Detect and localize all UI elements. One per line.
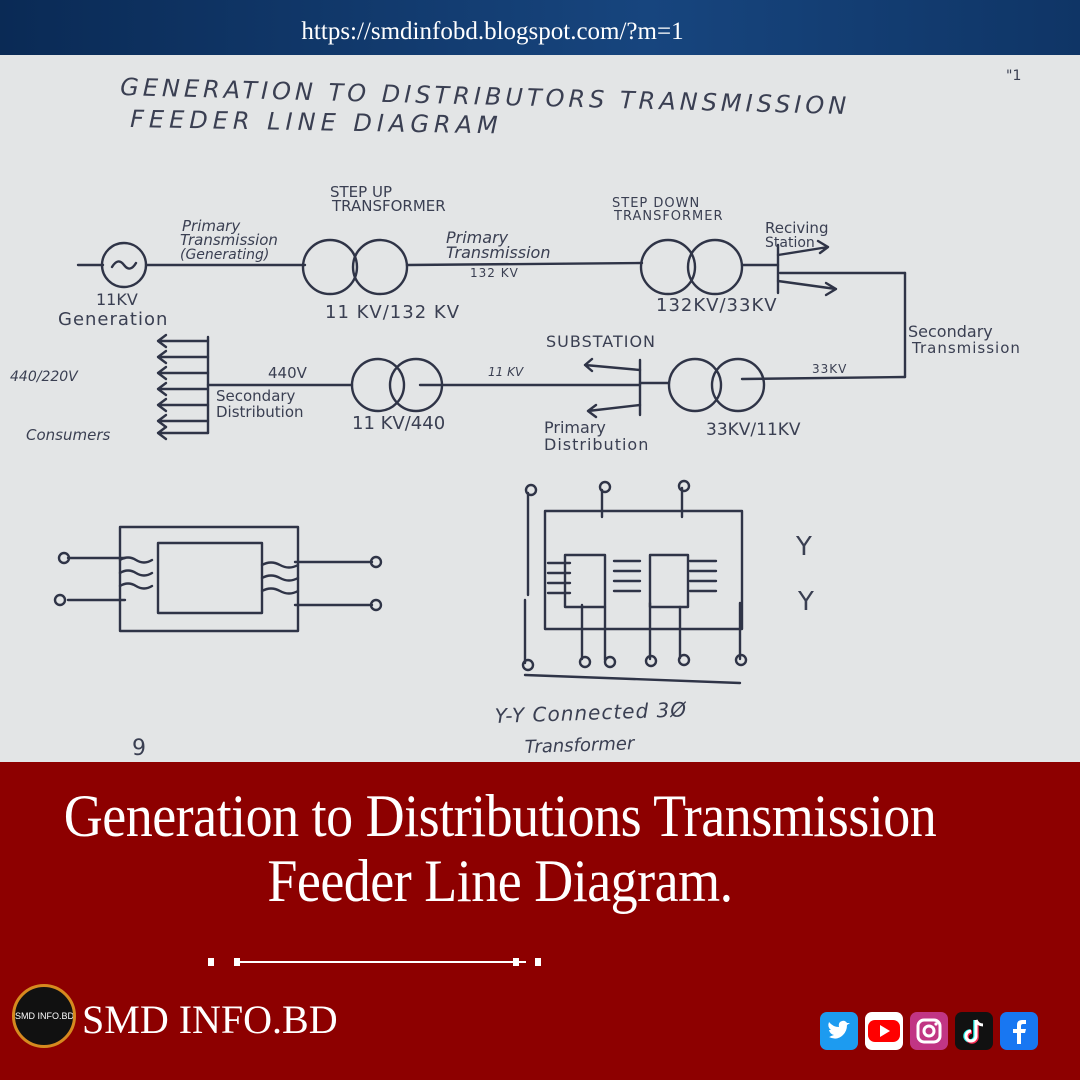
- top-banner: [0, 0, 1080, 55]
- label-440v: 440V: [268, 364, 308, 382]
- page-number: 9: [132, 736, 146, 761]
- label-receiving-1: Reciving: [765, 219, 828, 237]
- label-primary-tx-gen-1: Primary: [182, 217, 241, 235]
- label-primary-dist-1: Primary: [544, 418, 606, 437]
- brand-logo: SMD INFO.BD: [12, 984, 76, 1048]
- label-y-2: Y: [797, 587, 814, 617]
- instagram-icon[interactable]: [910, 1012, 948, 1050]
- label-y-1: Y: [795, 532, 812, 562]
- label-primary-tx-2: Transmission: [446, 243, 550, 262]
- site-url[interactable]: https://smdinfobd.blogspot.com/?m=1: [301, 18, 684, 45]
- caption-line-1: Generation to Distributions Transmission: [63, 782, 937, 850]
- youtube-icon[interactable]: [865, 1012, 903, 1050]
- corner-mark: "1: [1006, 68, 1021, 84]
- label-132kv: 132 KV: [470, 266, 519, 280]
- label-ratio-33-11: 33KV/11KV: [706, 420, 801, 440]
- label-ratio-11-132: 11 KV/132 KV: [325, 302, 460, 323]
- label-consumers: Consumers: [26, 426, 110, 444]
- diagram-photo: GENERATION TO DISTRIBUTORS TRANSMISSION …: [0, 55, 1080, 762]
- single-phase-transformer-sketch: [53, 525, 383, 633]
- bottom-feeder-line: [156, 333, 907, 441]
- label-secondary-dist-2: Distribution: [216, 403, 304, 421]
- label-substation: SUBSTATION: [546, 332, 656, 351]
- facebook-icon[interactable]: [1000, 1012, 1038, 1050]
- label-receiving-2: Station: [765, 235, 815, 251]
- label-ratio-132-33: 132KV/33KV: [656, 295, 778, 316]
- label-yy-2: Transformer: [524, 733, 636, 758]
- label-11kv-b: 11 KV: [488, 365, 524, 379]
- label-step-down: STEP DOWN: [612, 196, 700, 211]
- label-step-up: STEP UP: [330, 183, 392, 201]
- tiktok-icon[interactable]: [955, 1012, 993, 1050]
- label-yy-1: Y-Y Connected 3Ø: [494, 697, 687, 728]
- feeder-line-diagram: GENERATION TO DISTRIBUTORS TRANSMISSION …: [10, 68, 1021, 761]
- label-secondary-dist-1: Secondary: [216, 387, 296, 405]
- caption-line-2: Feeder Line Diagram.: [267, 847, 733, 915]
- caption-divider: [208, 958, 541, 968]
- twitter-icon[interactable]: [820, 1012, 858, 1050]
- label-secondary-tx-1: Secondary: [908, 322, 993, 341]
- label-11kv: 11KV: [96, 290, 138, 309]
- label-primary-tx-gen-2: Transmission: [180, 231, 278, 249]
- brand-name: SMD INFO.BD: [82, 997, 338, 1042]
- label-primary-tx-gen-3: (Generating): [180, 247, 269, 263]
- label-step-up-transformer: TRANSFORMER: [331, 197, 446, 215]
- label-step-down-transformer: TRANSFORMER: [613, 209, 724, 224]
- label-generation: Generation: [58, 309, 168, 330]
- label-440-220v: 440/220V: [10, 369, 79, 385]
- label-ratio-11-440: 11 KV/440: [352, 413, 445, 434]
- top-feeder-line: [76, 238, 907, 379]
- label-primary-dist-2: Distribution: [544, 435, 649, 454]
- label-primary-tx-1: Primary: [446, 228, 509, 247]
- label-33kv: 33KV: [812, 362, 847, 376]
- sheet-title-2: FEEDER LINE DIAGRAM: [130, 105, 503, 139]
- three-phase-transformer-sketch: [521, 479, 748, 685]
- label-secondary-tx-2: Transmission: [911, 339, 1021, 357]
